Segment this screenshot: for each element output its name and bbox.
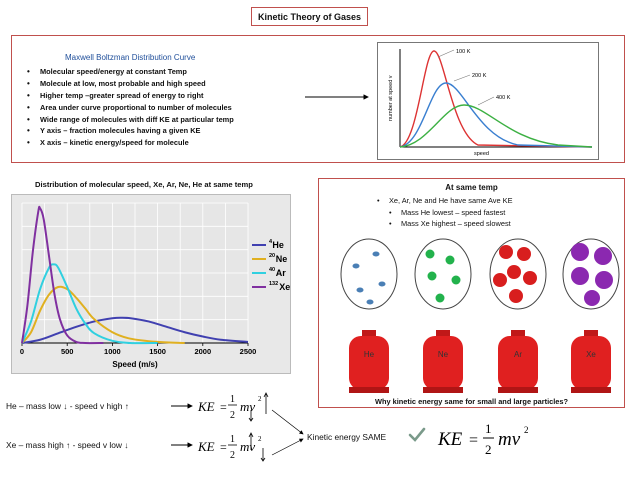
maxwell-bullet: Wide range of molecules with diff KE at … [27,114,234,126]
same-temp-title: At same temp [445,183,498,192]
x-axis-label: Speed (m/s) [112,360,158,369]
legend-mass-xe: 132 [269,281,278,287]
legend-mass-he: 4 [269,239,273,245]
cylinder-label-ne: Ne [438,350,449,359]
svg-text:KE: KE [197,439,215,454]
svg-text:=: = [469,432,478,449]
page-title: Kinetic Theory of Gases [251,7,368,26]
ke-same-label: Kinetic energy SAME [307,432,387,442]
maxwell-bullet: Molecular speed/energy at constant Temp [27,66,234,78]
curve-400k [399,104,593,148]
cylinder-ne: Ne [414,238,472,393]
series-line-ne [21,285,185,344]
svg-text:mv: mv [498,429,521,450]
svg-text:mv: mv [240,399,255,414]
cylinder-xe: Xe [562,238,620,393]
legend-symbol-ar: Ar [276,268,286,278]
legend-symbol-ne: Ne [276,254,288,264]
maxwell-bullet: Higher temp –greater spread of energy to… [27,90,234,102]
mini-label-200k: 200 K [472,73,487,79]
mini-xlabel: speed [474,151,489,157]
legend-symbol-xe: Xe [279,282,290,292]
svg-text:1: 1 [230,394,235,405]
cylinder-he: He [340,238,398,393]
mini-ylabel: number at speed v [388,75,394,121]
xe-relation: Xe – mass high ↑ - speed v low ↓ [6,440,129,450]
mini-label-100k: 100 K [456,49,471,55]
x-tick-label: 1500 [149,347,166,356]
maxwell-bullet: Y axis – fraction molecules having a giv… [27,125,234,137]
series-line-he [21,316,249,344]
maxwell-bullet: X axis – kinetic energy/speed for molecu… [27,137,234,149]
cylinder-label-he: He [364,350,375,359]
svg-text:2: 2 [524,425,529,435]
maxwell-heading: Maxwell Boltzman Distribution Curve [65,53,196,62]
legend-mass-ne: 20 [269,253,275,259]
mini-maxwell-chart: number at speed v speed 100 K 200 K 400 … [377,42,599,160]
x-tick-label: 0 [20,347,24,356]
maxwell-bullet: Area under curve proportional to number … [27,102,234,114]
svg-text:mv: mv [240,439,255,454]
svg-text:1: 1 [485,421,492,436]
svg-text:KE: KE [437,429,463,450]
same-temp-bullet: Xe, Ar, Ne and He have same Ave KE [377,195,513,207]
maxwell-bullet: Molecule at low, most probable and high … [27,78,234,90]
ke-formula-xe: KE = 1 2 mv 2 [197,432,266,462]
svg-text:2: 2 [230,450,235,461]
legend-mass-ar: 40 [269,267,275,273]
maxwell-bullet-list: Molecular speed/energy at constant Temp … [27,66,234,149]
he-relation: He – mass low ↓ - speed v high ↑ [6,401,129,411]
svg-text:=: = [220,440,227,454]
ke-formula-he: KE = 1 2 mv 2 [197,392,269,422]
svg-text:2: 2 [485,442,492,457]
curve-100k [399,50,593,148]
series-line-ar [21,263,158,345]
svg-text:2: 2 [230,410,235,421]
distribution-title: Distribution of molecular speed, Xe, Ar,… [35,180,253,189]
same-temp-bullet: Mass Xe highest – speed slowest [377,218,513,230]
arrow-to-ke-same-2 [271,438,304,456]
mini-label-400k: 400 K [496,95,511,101]
cylinder-label-ar: Ar [514,350,522,359]
arrow-to-ke-same-1 [271,409,304,435]
svg-text:2: 2 [258,395,262,403]
same-temp-section [318,178,625,408]
cylinder-ar: Ar [489,238,547,393]
svg-text:=: = [220,400,227,414]
same-temp-bullet-list: Xe, Ar, Ne and He have same Ave KE Mass … [377,195,513,230]
x-tick-label: 2000 [194,347,211,356]
maxwell-section [11,35,625,163]
x-tick-label: 500 [61,347,74,356]
svg-text:1: 1 [230,434,235,445]
gas-cylinders-illustration: He Ne Ar Xe [340,238,620,393]
x-tick-label: 2500 [240,347,257,356]
why-question: Why kinetic energy same for small and la… [374,397,569,406]
check-icon [408,427,426,442]
x-tick-label: 1000 [104,347,121,356]
curve-200k [399,82,593,148]
legend-symbol-he: He [272,240,284,250]
ke-formula-main: KE = 1 2 mv 2 [437,421,529,457]
same-temp-bullet: Mass He lowest – speed fastest [377,207,513,219]
svg-text:KE: KE [197,399,215,414]
series-line-xe [21,205,104,345]
cylinder-label-xe: Xe [586,350,596,359]
svg-text:2: 2 [258,435,262,443]
